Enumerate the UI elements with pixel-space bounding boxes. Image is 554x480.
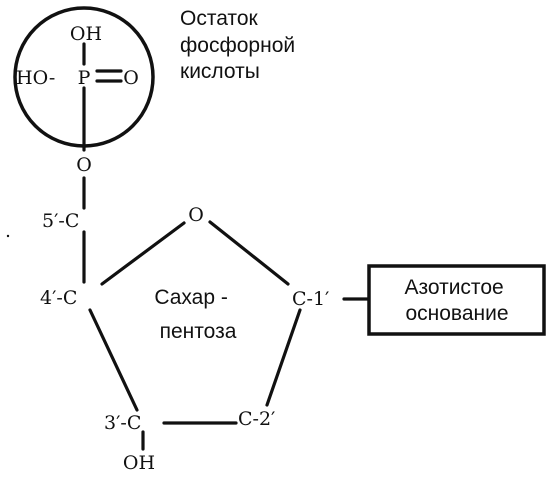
sugar-label-line-2: пентоза — [160, 320, 237, 343]
c3-oh-atom: OH — [123, 452, 155, 474]
c4-ring-o-bond — [100, 221, 186, 286]
base-box — [367, 264, 546, 336]
phosphate-label-line-3: кислоты — [180, 60, 260, 83]
phosphate-label-line-2: фосфорной — [180, 34, 295, 57]
base-label: Азотистое основание — [404, 276, 509, 325]
phosphate-p: P — [78, 67, 91, 89]
c5-atom: 5′-C — [42, 210, 79, 232]
base-label-line-1: Азотистое — [404, 276, 503, 299]
c1-c2-bond — [265, 308, 302, 407]
base-label-line-2: основание — [405, 302, 508, 325]
phosphate-label: Остаток фосфорной кислоты — [180, 7, 301, 83]
c4-atom: 4′-C — [40, 287, 77, 309]
phosphate-o-bridge: O — [76, 154, 92, 176]
ring-o-c1-bond — [208, 220, 290, 286]
sugar-label: Сахар - пентоза — [154, 286, 236, 343]
c1-atom: C-1′ — [292, 288, 329, 310]
c2-atom: C-2′ — [238, 408, 275, 430]
c3-atom: 3′-C — [104, 412, 141, 434]
c3-c4-bond — [88, 308, 139, 412]
phosphate-o-right: O — [123, 67, 139, 89]
phosphate-oh-top: OH — [70, 23, 102, 45]
stray-dot — [6, 234, 10, 238]
sugar-label-line-1: Сахар - — [154, 286, 228, 309]
ring-o-atom: O — [188, 204, 204, 226]
phosphate-ho-left: HO- — [16, 67, 55, 89]
phosphate-label-line-1: Остаток — [180, 7, 258, 30]
